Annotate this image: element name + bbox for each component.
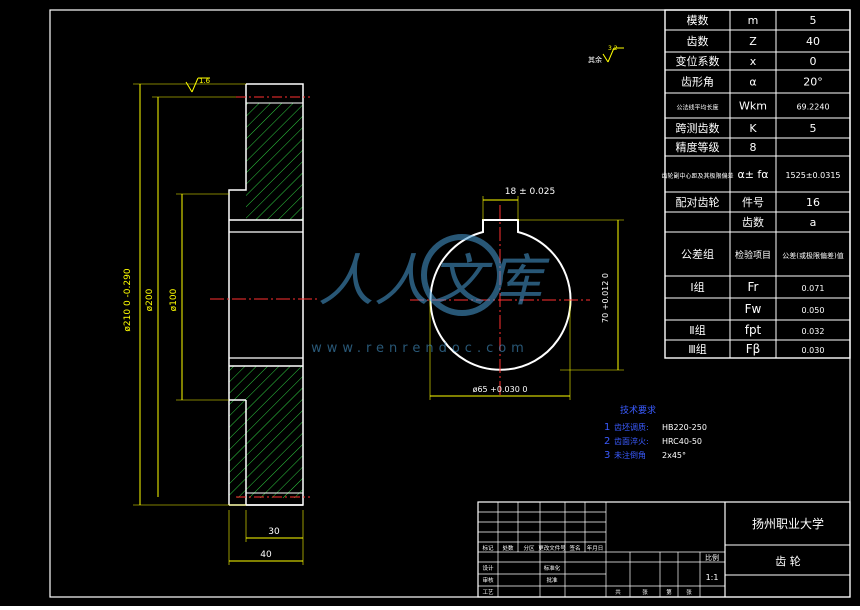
tol-value: 0.071 (802, 284, 825, 293)
param-symbol: 齿数 (742, 216, 764, 229)
gear-parameter-table: 模数 m 5 齿数 Z 40 变位系数 x 0 齿形角 α 20° 公法线平均长度 Wkm 69.2240 跨… (661, 9, 851, 359)
tol-group: Ⅰ组 (690, 280, 704, 294)
param-symbol: m (748, 14, 759, 27)
tech-req-num: 1 (604, 422, 610, 433)
param-symbol: Wkm (739, 100, 767, 113)
tol-group: Ⅱ组 (689, 323, 705, 337)
scale-value: 1:1 (706, 573, 719, 582)
svg-text:3.2: 3.2 (608, 45, 618, 52)
title-block-label: 共 (615, 588, 621, 596)
tol-value: 0.030 (802, 346, 825, 355)
param-value: 69.2240 (796, 103, 829, 112)
tech-req-num: 3 (604, 450, 610, 461)
title-block-label: 标记 (482, 544, 494, 552)
param-value: 16 (806, 196, 820, 209)
param-label: 配对齿轮 (676, 195, 720, 209)
param-symbol: α± fα (737, 168, 768, 181)
tol-item: Fr (748, 280, 759, 294)
key-width-dim: 18 ± 0.025 (505, 187, 555, 197)
tol-item: fpt (745, 323, 762, 337)
param-value: 5 (810, 14, 817, 27)
param-symbol: K (749, 122, 757, 135)
title-block-label: 张 (642, 588, 648, 596)
tol-item: Fβ (746, 342, 761, 356)
param-value: 1525±0.0315 (785, 171, 840, 180)
tech-req-num: 2 (604, 436, 610, 447)
key-depth-dim: 70 +0.012 0 (601, 273, 610, 323)
od-dim: ø210 0 -0.290 (123, 268, 133, 331)
roughness-rest-symbol: 其余 3.2 (588, 45, 624, 64)
param-value: 40 (806, 35, 820, 48)
school-name: 扬州职业大学 (752, 516, 824, 531)
svg-text:其余: 其余 (588, 55, 602, 64)
tech-req-value: HRC40-50 (662, 437, 702, 446)
lower-section-hatch (229, 366, 303, 498)
param-value: a (810, 216, 817, 229)
watermark-text: 人人文库 (318, 249, 550, 314)
bore-front-view: 18 ± 0.025 70 +0.012 0 ø65 +0.030 0 (410, 187, 624, 400)
param-value: 20° (803, 76, 823, 89)
param-value: 0 (810, 55, 817, 68)
title-block-label: 分区 (523, 544, 535, 552)
tol-value-header: 公差(或极限偏差)值 (782, 251, 843, 260)
param-value: 5 (810, 122, 817, 135)
param-label: 模数 (687, 14, 709, 27)
param-symbol: α (749, 76, 756, 89)
tech-req-label: 未注倒角 (614, 450, 646, 460)
pitch-dim: ø200 (145, 288, 155, 311)
title-block-label: 审核 (482, 576, 494, 584)
param-symbol: Z (749, 35, 757, 48)
title-block-label: 年月日 (587, 544, 604, 552)
param-label: 齿轮副中心距及其极限偏差 (661, 172, 733, 180)
tol-value: 0.050 (802, 306, 825, 315)
scale-label: 比例 (705, 553, 719, 562)
gear-section-view: ø210 0 -0.290 ø200 ø100 30 40 1.6 (123, 77, 320, 565)
tol-value: 0.032 (802, 327, 825, 336)
watermark: 人人文库 www.renrendoc.com (311, 234, 550, 356)
tol-item-header: 检验项目 (735, 249, 771, 261)
part-name: 齿 轮 (775, 554, 801, 568)
title-block-label: 批准 (546, 576, 558, 584)
title-block-label: 签名 (569, 544, 580, 552)
roughness-top: 1.6 (199, 77, 211, 85)
upper-section-hatch (246, 103, 303, 220)
param-label: 公法线平均长度 (676, 104, 718, 112)
param-label: 齿数 (687, 35, 709, 48)
param-symbol: x (750, 55, 757, 68)
param-label: 变位系数 (676, 54, 720, 68)
title-block: 扬州职业大学 齿 轮 标记处数 分区更改文件号签名年月日设计 标准化审核工艺 批准共 张… (477, 501, 851, 598)
title-block-label: 处数 (502, 544, 514, 552)
title-block-label: 设计 (482, 564, 494, 572)
param-label: 齿形角 (681, 76, 714, 89)
tech-req-title: 技术要求 (620, 404, 656, 416)
tol-group-header: 公差组 (681, 247, 714, 261)
hub-dim: ø100 (169, 288, 179, 311)
title-block-label: 第 (666, 588, 672, 596)
bore-dim: ø65 +0.030 0 (473, 385, 528, 394)
technical-requirements: 技术要求 1 齿坯调质: HB220-250 2 齿面淬火: HRC40-50 3 未注倒角 2… (604, 404, 707, 461)
param-label: 精度等级 (676, 140, 720, 154)
title-block-label: 张 (686, 588, 692, 596)
param-symbol: 8 (750, 141, 757, 154)
title-block-label: 更改文件号 (538, 544, 566, 552)
watermark-url: www.renrendoc.com (311, 341, 529, 356)
title-block-label: 标准化 (544, 564, 561, 572)
tol-group: Ⅲ组 (688, 342, 707, 356)
face-width-dim: 30 (268, 527, 280, 537)
tol-item: Fw (745, 302, 762, 316)
tech-req-label: 齿面淬火: (614, 436, 649, 446)
hub-step-upper (228, 84, 247, 220)
tech-req-value: HB220-250 (662, 423, 707, 432)
title-block-label: 工艺 (482, 589, 494, 596)
bore-outline (429, 219, 572, 371)
tech-req-label: 齿坯调质: (614, 422, 649, 432)
tech-req-value: 2x45° (662, 451, 686, 460)
hub-width-dim: 40 (260, 550, 272, 560)
param-label: 跨测齿数 (676, 122, 720, 135)
param-symbol: 件号 (742, 196, 764, 209)
